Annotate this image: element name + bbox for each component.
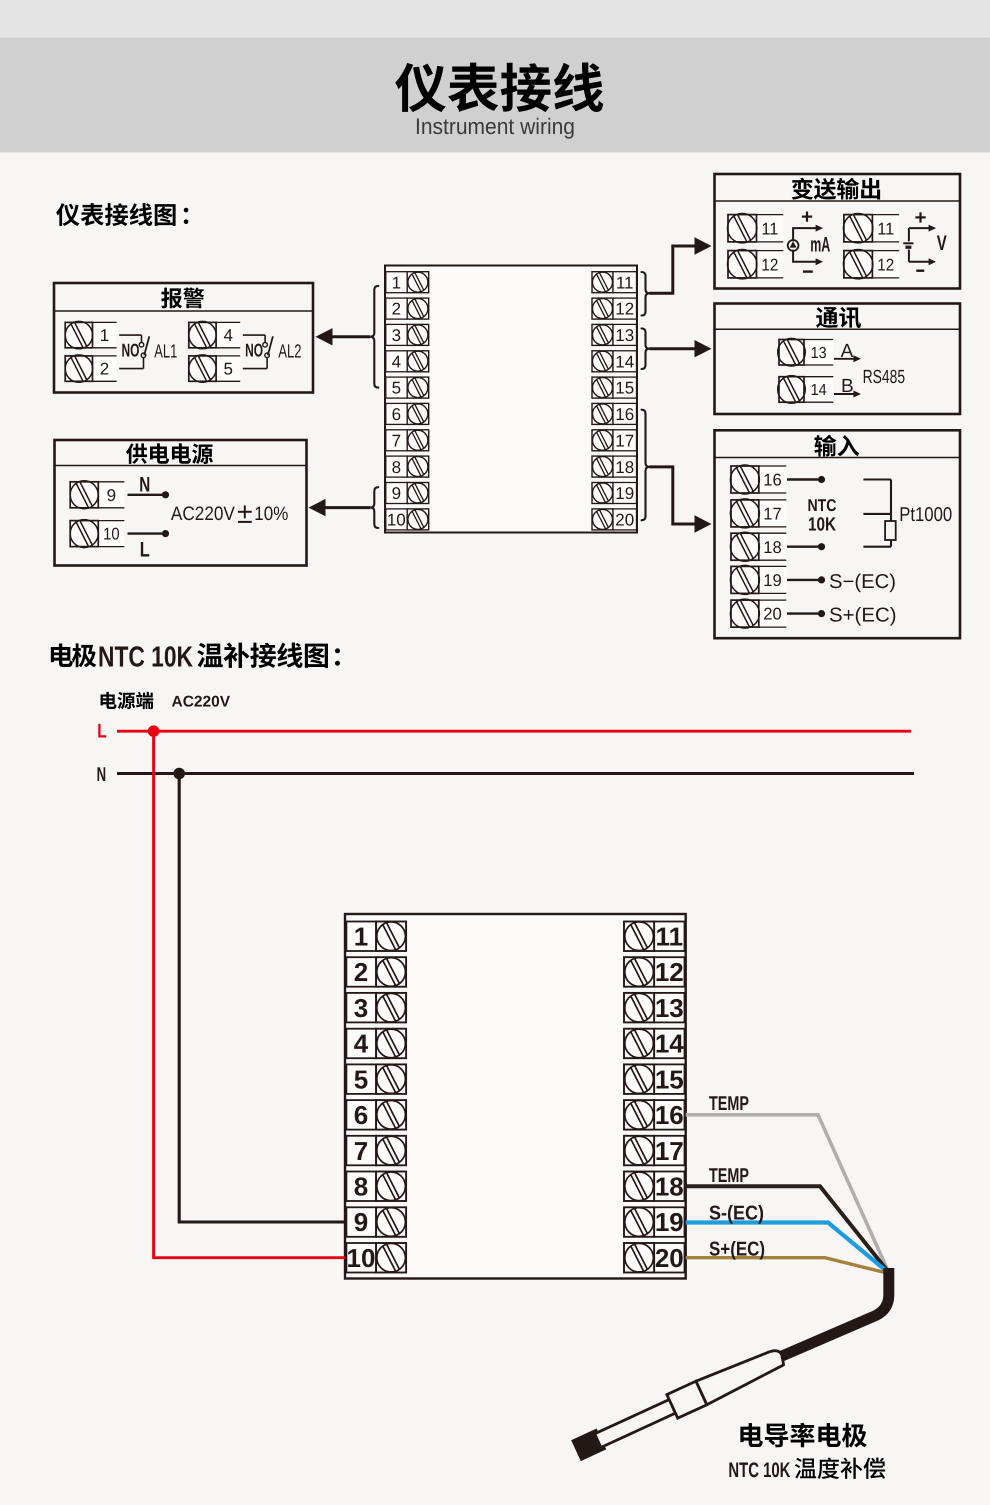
svg-text:10: 10	[103, 525, 120, 544]
svg-text:AL1: AL1	[154, 342, 177, 363]
svg-text:L: L	[140, 539, 150, 562]
svg-text:18: 18	[615, 458, 634, 477]
svg-text:A: A	[841, 341, 854, 362]
svg-text:NTC 10K: NTC 10K	[98, 641, 193, 673]
svg-text:17: 17	[763, 505, 782, 524]
svg-text:3: 3	[392, 326, 401, 345]
svg-text:6: 6	[392, 405, 401, 424]
svg-text:19: 19	[655, 1207, 684, 1237]
svg-text:14: 14	[655, 1029, 684, 1059]
svg-text:13: 13	[615, 326, 634, 345]
svg-text:17: 17	[655, 1136, 684, 1166]
svg-text:N: N	[97, 764, 107, 786]
svg-text:2: 2	[100, 360, 109, 379]
svg-text:9: 9	[107, 486, 116, 505]
svg-text:NO: NO	[122, 340, 140, 361]
svg-text:6: 6	[354, 1100, 368, 1130]
svg-text:NTC: NTC	[808, 496, 837, 515]
svg-text:4: 4	[354, 1029, 369, 1059]
svg-text:20: 20	[655, 1243, 684, 1273]
svg-text:10%: 10%	[254, 503, 288, 525]
svg-text:4: 4	[223, 326, 232, 345]
svg-text:N: N	[139, 473, 150, 496]
svg-text:S+(EC): S+(EC)	[709, 1239, 765, 1261]
svg-text:RS485: RS485	[863, 367, 906, 388]
svg-text:13: 13	[811, 345, 827, 362]
svg-text:NTC 10K: NTC 10K	[728, 1459, 790, 1482]
svg-text:15: 15	[615, 379, 634, 398]
svg-text:TEMP: TEMP	[709, 1165, 749, 1187]
svg-text:19: 19	[763, 571, 782, 590]
svg-text:AC220V: AC220V	[172, 694, 231, 711]
svg-text:14: 14	[615, 352, 634, 371]
svg-text:AL2: AL2	[278, 342, 301, 363]
svg-text:5: 5	[392, 379, 401, 398]
svg-text:9: 9	[392, 484, 401, 503]
svg-text:NO: NO	[245, 340, 263, 361]
svg-text:17: 17	[615, 431, 634, 450]
svg-text:11: 11	[656, 922, 684, 952]
svg-text:16: 16	[655, 1100, 684, 1130]
svg-text:12: 12	[761, 255, 778, 274]
svg-text:12: 12	[877, 255, 894, 274]
svg-text:8: 8	[354, 1172, 368, 1202]
svg-text:19: 19	[615, 484, 634, 503]
svg-text:2: 2	[354, 957, 368, 987]
svg-text:V: V	[937, 232, 947, 255]
svg-text:L: L	[97, 720, 107, 742]
svg-text:20: 20	[615, 511, 634, 530]
svg-text:1: 1	[392, 273, 401, 292]
svg-text:B: B	[841, 376, 854, 397]
svg-text:11: 11	[877, 219, 894, 238]
svg-text:7: 7	[392, 431, 401, 450]
svg-text:18: 18	[763, 538, 782, 557]
svg-text:S-(EC): S-(EC)	[709, 1203, 764, 1225]
svg-text:5: 5	[354, 1064, 368, 1094]
svg-text:15: 15	[655, 1064, 684, 1094]
svg-text:Pt1000: Pt1000	[899, 504, 952, 526]
svg-text:Instrument wiring: Instrument wiring	[415, 114, 575, 139]
svg-text:11: 11	[761, 219, 778, 238]
svg-text:5: 5	[223, 360, 232, 379]
svg-text:18: 18	[655, 1172, 684, 1202]
svg-text:20: 20	[763, 605, 782, 624]
svg-text:1: 1	[100, 326, 109, 345]
svg-text:1: 1	[354, 922, 368, 952]
svg-text:12: 12	[655, 957, 684, 987]
svg-text:8: 8	[392, 458, 401, 477]
svg-text:S+(EC): S+(EC)	[829, 604, 897, 626]
svg-text:10: 10	[347, 1243, 376, 1273]
svg-text:10: 10	[387, 511, 406, 530]
svg-text:3: 3	[354, 993, 368, 1023]
svg-text:TEMP: TEMP	[709, 1093, 749, 1115]
svg-text:S−(EC): S−(EC)	[829, 571, 896, 593]
svg-text:10K: 10K	[808, 515, 836, 536]
svg-text:16: 16	[763, 471, 782, 490]
svg-text:7: 7	[354, 1136, 368, 1166]
svg-text:AC220V: AC220V	[171, 503, 235, 525]
svg-text:4: 4	[392, 352, 401, 371]
svg-text:12: 12	[615, 300, 634, 319]
svg-text:2: 2	[392, 300, 401, 319]
svg-text:13: 13	[655, 993, 684, 1023]
svg-text:9: 9	[354, 1207, 368, 1237]
svg-text:11: 11	[616, 273, 634, 292]
svg-text:16: 16	[615, 405, 634, 424]
svg-text:mA: mA	[810, 234, 830, 257]
svg-text:14: 14	[811, 382, 827, 399]
